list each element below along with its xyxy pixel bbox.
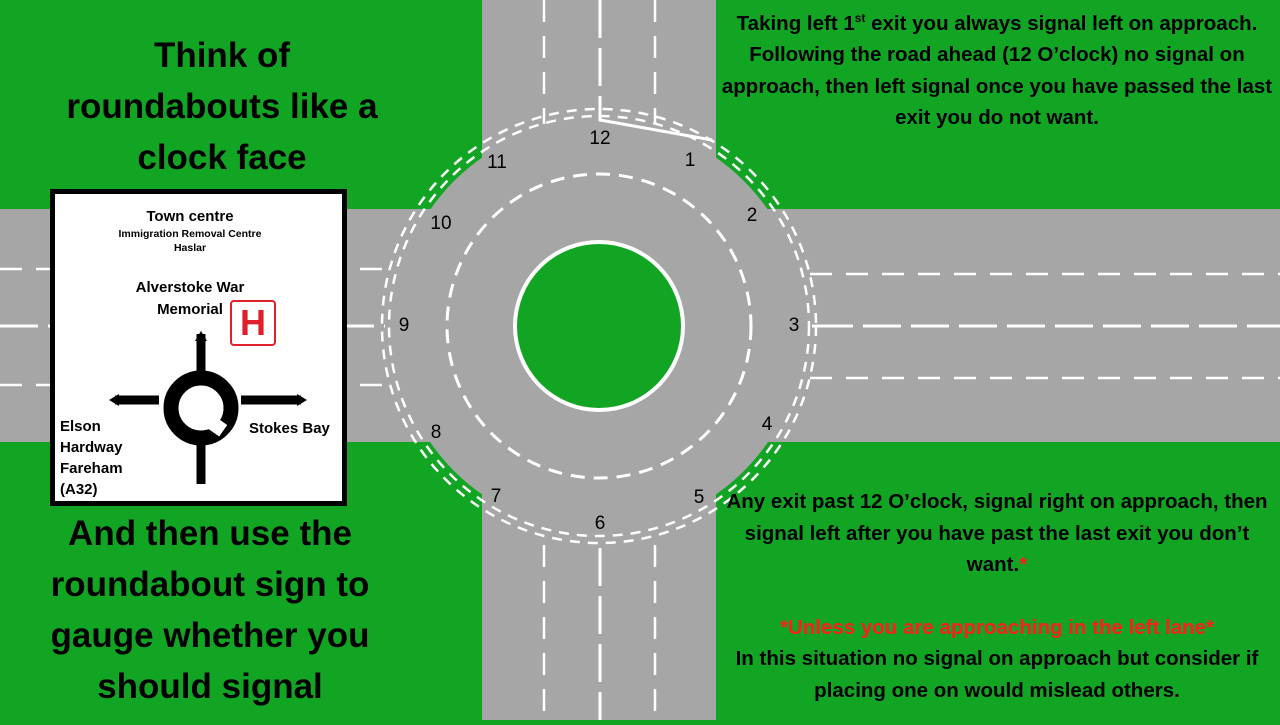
clock-number-5: 5	[694, 487, 705, 508]
clock-number-12: 12	[589, 128, 610, 149]
left-exit-rule: Taking left 1st exit you always signal l…	[736, 11, 1258, 35]
clock-number-3: 3	[789, 315, 800, 336]
entry-marks	[598, 100, 830, 328]
sign-top-destination: Town centre	[146, 208, 234, 225]
clock-number-2: 2	[747, 205, 758, 226]
sign-instruction: And then use the roundabout sign to gaug…	[50, 514, 370, 706]
right-exit-rule: Any exit past 12 O’clock, signal right o…	[726, 490, 1268, 576]
clock-number-7: 7	[491, 486, 502, 507]
sign-left-destination: Elson Hardway Fareham (A32)	[60, 418, 123, 498]
inner-lane-marking	[445, 172, 753, 480]
ahead-exit-rule: Following the road ahead (12 O’clock) no…	[721, 43, 1273, 130]
hospital-icon: H	[230, 300, 276, 346]
clock-number-8: 8	[431, 422, 442, 443]
clock-number-11: 11	[487, 152, 507, 173]
left-lane-rule: In this situation no signal on approach …	[735, 647, 1259, 702]
diagram-title: Think of roundabouts like a clock face	[66, 36, 378, 177]
sign-right-destination: Stokes Bay	[249, 420, 330, 437]
clock-number-9: 9	[399, 315, 410, 336]
left-exit-instructions: Taking left 1st exit you always signal l…	[716, 3, 1278, 134]
roundabout-sign: Town centre Immigration Removal Centre H…	[50, 189, 347, 506]
clock-numbers: 12 1 2 3 4 5 6 7 8 9 10 11	[399, 128, 800, 534]
right-exit-instructions: Any exit past 12 O’clock, signal right o…	[716, 486, 1278, 706]
central-island	[513, 240, 685, 412]
sign-roundabout-icon	[109, 331, 307, 484]
sign-memorial: Alverstoke War Memorial	[135, 279, 245, 318]
clock-number-6: 6	[595, 513, 606, 534]
left-lane-exception: *Unless you are approaching in the left …	[779, 615, 1215, 639]
sign-top-subdestination: Immigration Removal Centre Haslar	[118, 228, 262, 254]
clock-number-1: 1	[685, 150, 696, 171]
clock-number-4: 4	[762, 414, 773, 435]
clock-number-10: 10	[430, 213, 451, 234]
